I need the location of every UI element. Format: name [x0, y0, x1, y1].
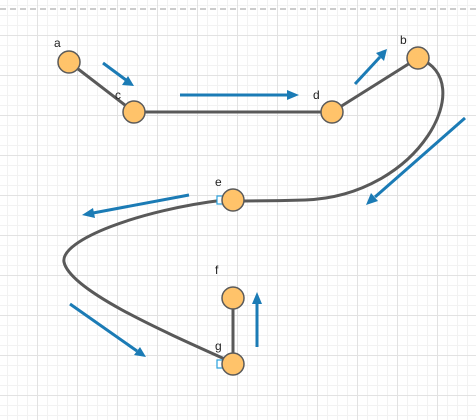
- direction-arrow-4: [366, 116, 466, 205]
- node-c-circle[interactable]: [122, 100, 146, 124]
- direction-arrow-5: [82, 193, 190, 218]
- node-a-label: a: [54, 36, 61, 50]
- direction-arrow-7: [252, 292, 262, 347]
- node-e-label: e: [215, 175, 222, 189]
- node-g-circle[interactable]: [221, 352, 245, 376]
- edge-d-b[interactable]: [330, 56, 420, 114]
- node-d-circle[interactable]: [320, 100, 344, 124]
- node-e[interactable]: e: [215, 175, 245, 212]
- node-g[interactable]: g: [215, 339, 245, 376]
- node-e-circle[interactable]: [221, 188, 245, 212]
- node-a-circle[interactable]: [57, 50, 81, 74]
- node-f[interactable]: f: [215, 263, 245, 310]
- edge-e-g[interactable]: [62, 198, 229, 362]
- node-b-circle[interactable]: [406, 46, 430, 70]
- node-c[interactable]: c: [115, 88, 146, 124]
- node-d[interactable]: d: [313, 88, 344, 124]
- direction-arrow-2: [180, 90, 299, 100]
- node-g-label: g: [215, 339, 222, 353]
- node-b-label: b: [400, 33, 407, 47]
- edge-b-e[interactable]: [231, 56, 445, 203]
- node-c-label: c: [115, 88, 121, 102]
- direction-arrow-3: [353, 49, 387, 86]
- node-b[interactable]: b: [400, 33, 430, 70]
- node-f-circle[interactable]: [221, 286, 245, 310]
- page-break-line: [0, 8, 476, 10]
- node-a[interactable]: a: [54, 36, 81, 74]
- node-d-label: d: [313, 88, 320, 102]
- direction-arrow-6: [69, 302, 146, 357]
- edge-a-c[interactable]: [67, 60, 136, 114]
- node-f-label: f: [215, 263, 219, 277]
- direction-arrow-1: [102, 61, 134, 86]
